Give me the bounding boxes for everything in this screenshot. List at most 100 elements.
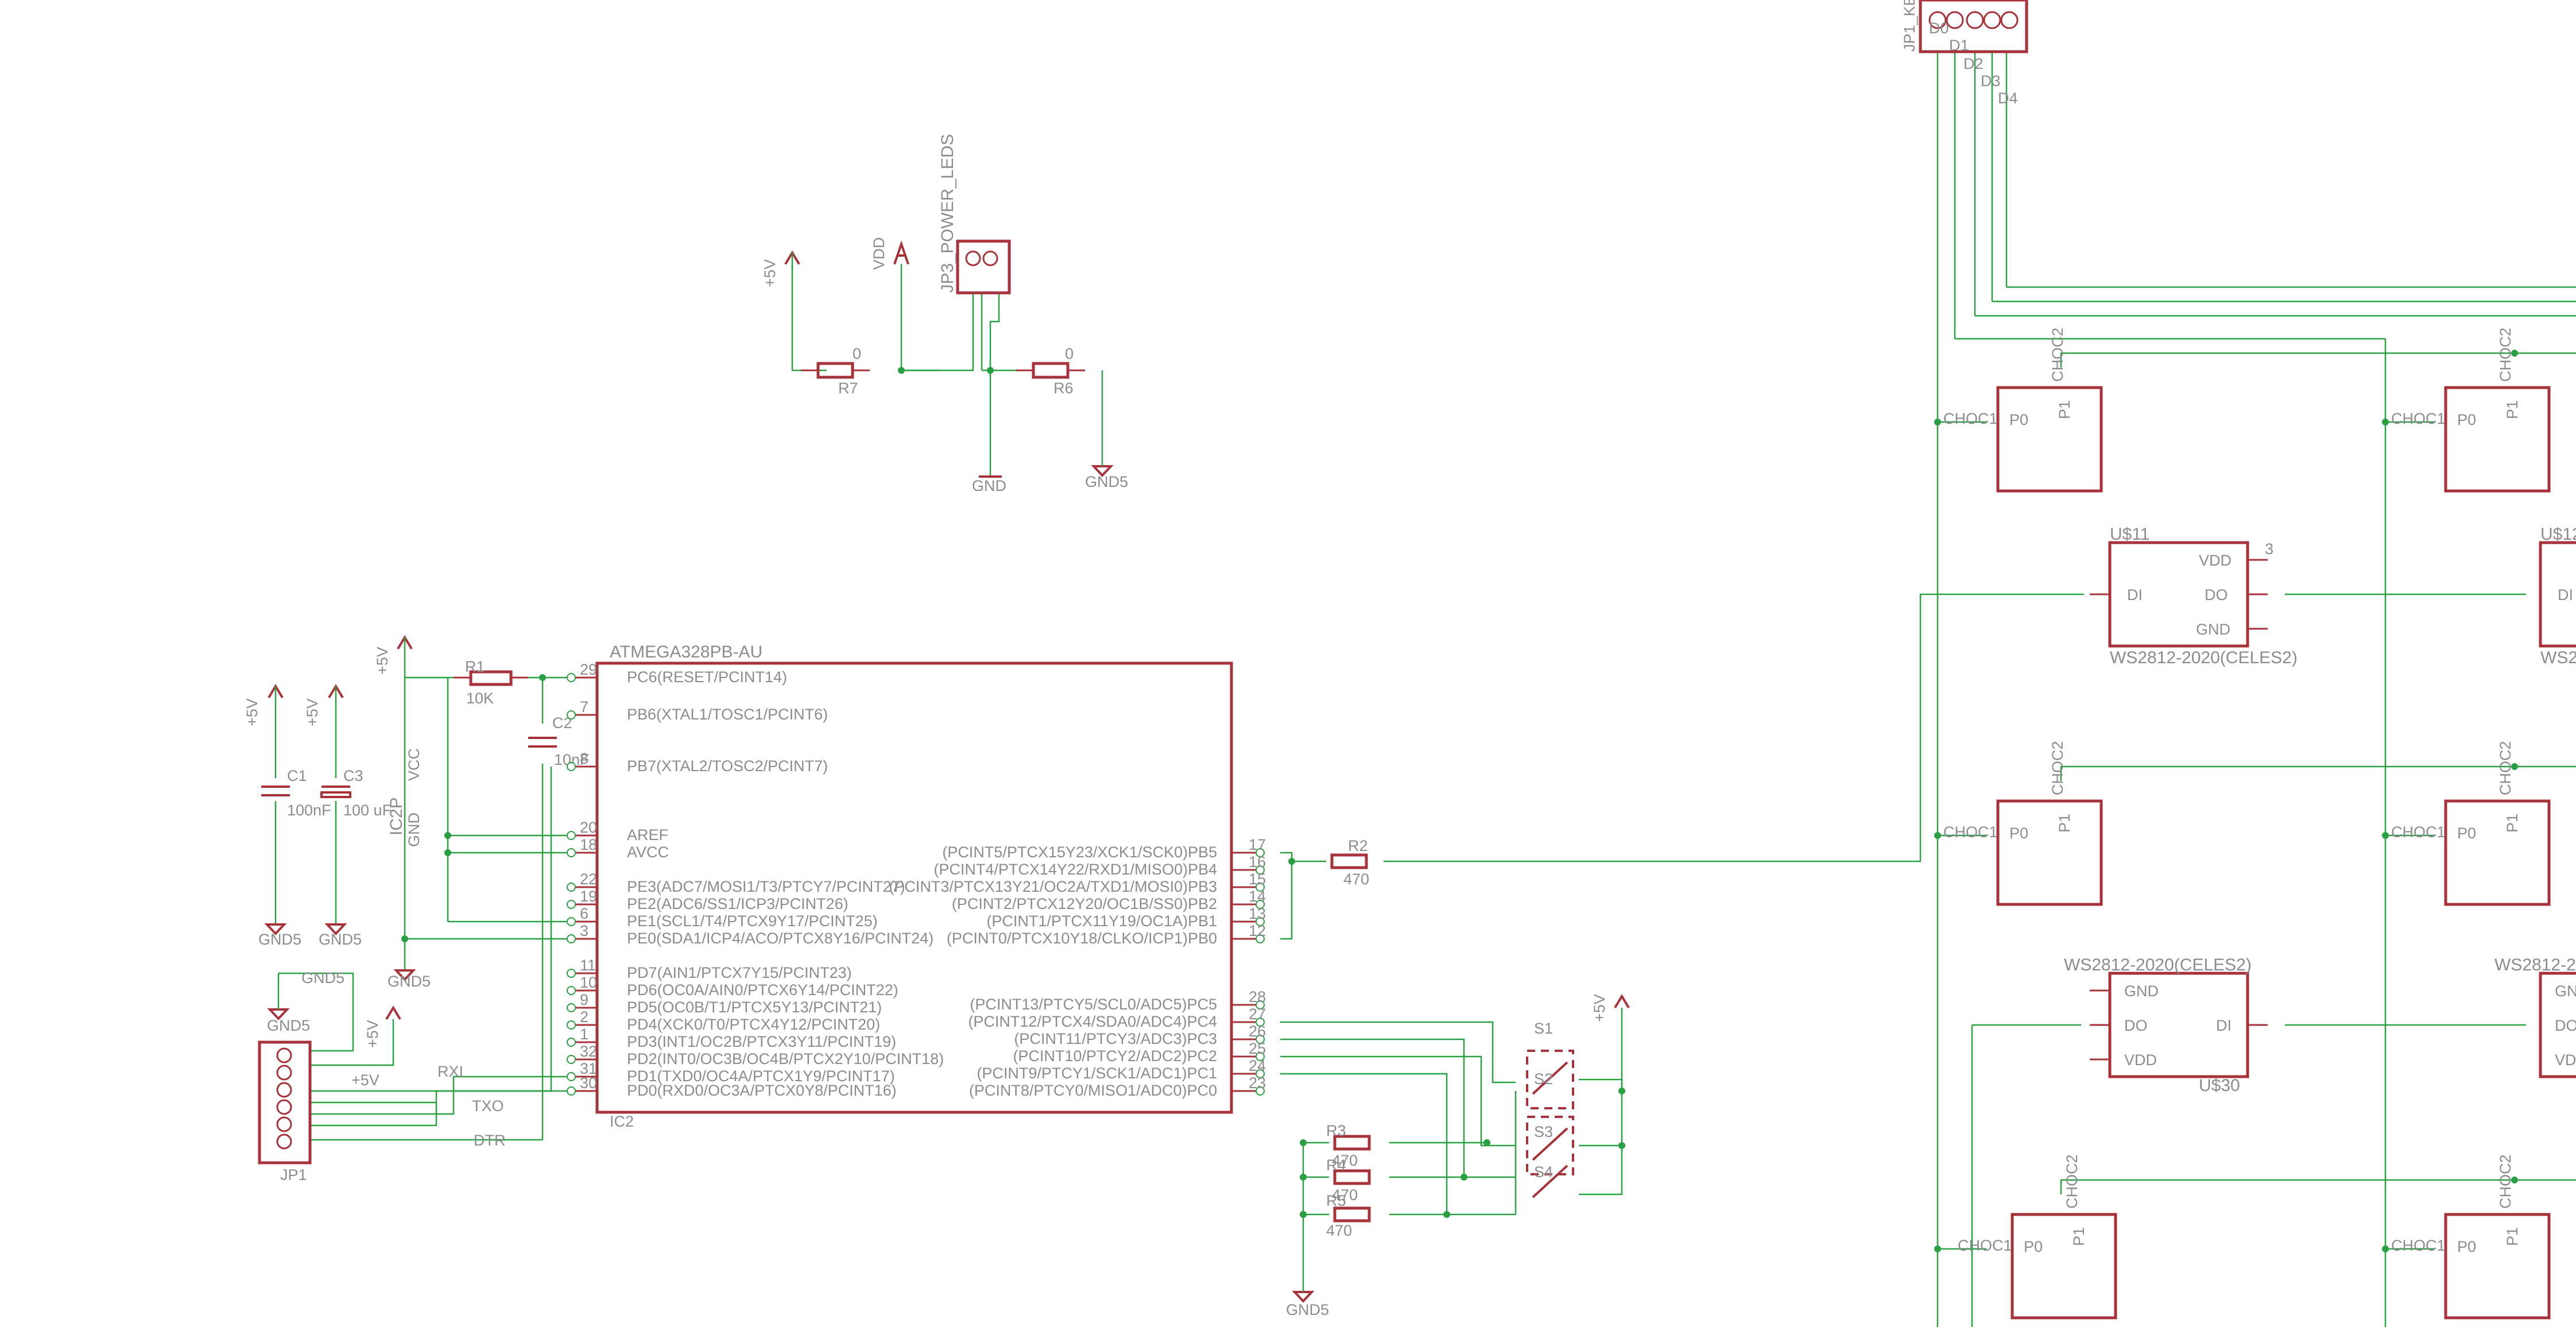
svg-text:S4: S4 [1534, 1163, 1553, 1181]
svg-text:PD0(RXD0/OC3A/PTCX0Y8/PCINT16): PD0(RXD0/OC3A/PTCX0Y8/PCINT16) [627, 1082, 897, 1099]
supply-5v-icon: +5V [761, 250, 800, 287]
mcu-right-pins: 17(PCINT5/PTCX15Y23/XCK1/SCK0)PB516(PCIN… [889, 836, 1266, 1099]
resistor-r7: R7 0 [801, 345, 870, 397]
svg-text:VCC: VCC [405, 748, 423, 781]
svg-text:(PCINT10/PTCY2/ADC2)PC2: (PCINT10/PTCY2/ADC2)PC2 [1013, 1047, 1217, 1065]
svg-text:17: 17 [1249, 836, 1266, 853]
svg-text:3: 3 [2265, 540, 2273, 558]
supply-vdd-icon: VDD [870, 237, 909, 270]
svg-text:CHOC2: CHOC2 [2497, 327, 2514, 382]
supply-5v-icon: +5V [304, 684, 344, 726]
mcu-pin-right: 27 (PCINT12/PTCX4/SDA0/ADC4)PC4 [968, 1005, 1266, 1030]
choc-switches: P0P1CHOC1CHOC2P0P1CHOC1CHOC2P0P1CHOC1CHO… [1943, 327, 2551, 1320]
resistor-r5: R5 470 [1326, 1192, 1371, 1239]
svg-text:GND5: GND5 [258, 931, 301, 948]
svg-text:29: 29 [580, 661, 597, 678]
svg-text:(PCINT1/PTCX11Y19/OC1A)PB1: (PCINT1/PTCX11Y19/OC1A)PB1 [986, 912, 1217, 930]
svg-text:(PCINT2/PTCX12Y20/OC1B/SS0)PB2: (PCINT2/PTCX12Y20/OC1B/SS0)PB2 [952, 895, 1217, 912]
svg-text:+5V: +5V [243, 698, 261, 726]
svg-text:19: 19 [580, 888, 597, 905]
svg-text:RXI: RXI [437, 1063, 463, 1080]
svg-text:D3: D3 [1981, 72, 2001, 90]
svg-text:D4: D4 [1998, 90, 2018, 107]
svg-text:P0: P0 [2457, 1238, 2476, 1255]
svg-text:S1: S1 [1534, 1020, 1553, 1037]
svg-text:0: 0 [1065, 345, 1074, 362]
ground-icon: GND [972, 475, 1006, 494]
svg-text:U$30: U$30 [2199, 1076, 2240, 1095]
svg-text:P1: P1 [2504, 1227, 2521, 1246]
svg-text:27: 27 [1249, 1005, 1266, 1023]
svg-text:(PCINT12/PTCX4/SDA0/ADC4)PC4: (PCINT12/PTCX4/SDA0/ADC4)PC4 [968, 1013, 1217, 1030]
mcu-power-part: IC2P VCC GND [387, 748, 423, 847]
svg-text:P1: P1 [2504, 400, 2521, 419]
mcu-pin-left: 22 PE3(ADC7/MOSI1/T3/PTCY7/PCINT27) [567, 871, 905, 895]
resistor-r2: R2 470 [1330, 837, 1369, 888]
svg-text:DO: DO [2124, 1017, 2148, 1034]
ground-gnd5-icon: GND5 [319, 923, 362, 948]
mcu-pin-right: 15(PCINT3/PTCX13Y21/OC2A/TXD1/MOSI0)PB3 [889, 871, 1266, 895]
svg-text:GND5: GND5 [388, 973, 431, 990]
mcu-pin-right: 26(PCINT11/PTCY3/ADC3)PC3 [1014, 1023, 1266, 1047]
svg-text:PD7(AIN1/PTCX7Y15/PCINT23): PD7(AIN1/PTCX7Y15/PCINT23) [627, 964, 852, 981]
svg-text:U$12: U$12 [2540, 525, 2576, 544]
svg-text:PD5(OC0B/T1/PTCX5Y13/PCINT21): PD5(OC0B/T1/PTCX5Y13/PCINT21) [627, 999, 882, 1016]
svg-text:20: 20 [580, 819, 597, 836]
svg-text:11: 11 [580, 957, 596, 974]
svg-text:P1: P1 [2056, 400, 2073, 419]
svg-text:CHOC2: CHOC2 [2049, 741, 2066, 795]
svg-text:25: 25 [1249, 1040, 1266, 1057]
svg-text:CHOC2: CHOC2 [2497, 1154, 2514, 1209]
svg-text:+5V: +5V [374, 647, 391, 675]
svg-text:100nF: 100nF [287, 802, 331, 819]
svg-text:8: 8 [580, 750, 588, 767]
keys-header: JP1_KEYS D0 D1 D2 D3 D4 [1901, 0, 2028, 107]
svg-text:IC2P: IC2P [387, 797, 406, 835]
ground-gnd5-icon: GND5 [258, 923, 301, 948]
svg-text:AVCC: AVCC [627, 844, 669, 861]
mcu-pin-right: 13(PCINT1/PTCX11Y19/OC1A)PB1 [986, 905, 1266, 930]
svg-text:+5V: +5V [304, 698, 321, 726]
svg-text:22: 22 [580, 871, 597, 888]
mcu-pin-right: 16(PCINT4/PTCX14Y22/RXD1/MISO0)PB4 [933, 853, 1266, 878]
mcu-pin-right: 12(PCINT0/PTCX10Y18/CLKO/ICP1)PB0 [947, 922, 1266, 947]
svg-text:PD3(INT1/OC2B/PTCX3Y11/PCINT19: PD3(INT1/OC2B/PTCX3Y11/PCINT19) [627, 1033, 896, 1050]
svg-text:DO: DO [2555, 1017, 2576, 1034]
svg-text:GND: GND [972, 477, 1006, 494]
svg-text:470: 470 [1326, 1222, 1352, 1239]
svg-text:PD1(TXD0/OC4A/PTCX1Y9/PCINT17): PD1(TXD0/OC4A/PTCX1Y9/PCINT17) [627, 1067, 895, 1085]
svg-text:+5V: +5V [364, 1020, 381, 1048]
svg-text:CHOC1: CHOC1 [2391, 410, 2446, 427]
mcu-part-name: ATMEGA328PB-AU [610, 643, 762, 661]
svg-text:10K: 10K [466, 690, 494, 707]
svg-text:R2: R2 [1348, 837, 1368, 854]
svg-text:R5: R5 [1326, 1192, 1346, 1209]
svg-text:(PCINT0/PTCX10Y18/CLKO/ICP1)PB: (PCINT0/PTCX10Y18/CLKO/ICP1)PB0 [947, 930, 1217, 947]
svg-text:VDD: VDD [2124, 1051, 2157, 1069]
svg-text:+5V: +5V [1591, 994, 1608, 1022]
mcu-pin-right: 14(PCINT2/PTCX12Y20/OC1B/SS0)PB2 [952, 888, 1266, 912]
junctions [401, 350, 2518, 1252]
svg-text:C3: C3 [343, 767, 363, 784]
svg-text:GND5: GND5 [267, 1017, 310, 1034]
svg-text:100 uF: 100 uF [343, 802, 392, 819]
ground-gnd5-icon: GND5 [1085, 448, 1128, 490]
svg-text:PD6(OC0A/AIN0/PTCX6Y14/PCINT22: PD6(OC0A/AIN0/PTCX6Y14/PCINT22) [627, 981, 898, 999]
switch-s3: S3 [1526, 1116, 1574, 1175]
svg-text:PE3(ADC7/MOSI1/T3/PTCY7/PCINT2: PE3(ADC7/MOSI1/T3/PTCY7/PCINT27) [627, 878, 905, 895]
svg-text:470: 470 [1332, 1186, 1358, 1204]
svg-text:24: 24 [1249, 1057, 1266, 1074]
svg-text:GND: GND [2555, 982, 2576, 1000]
svg-text:(PCINT13/PTCY5/SCL0/ADC5)PC5: (PCINT13/PTCY5/SCL0/ADC5)PC5 [970, 996, 1217, 1013]
svg-text:P0: P0 [2457, 411, 2476, 428]
svg-text:D2: D2 [1963, 55, 1984, 72]
